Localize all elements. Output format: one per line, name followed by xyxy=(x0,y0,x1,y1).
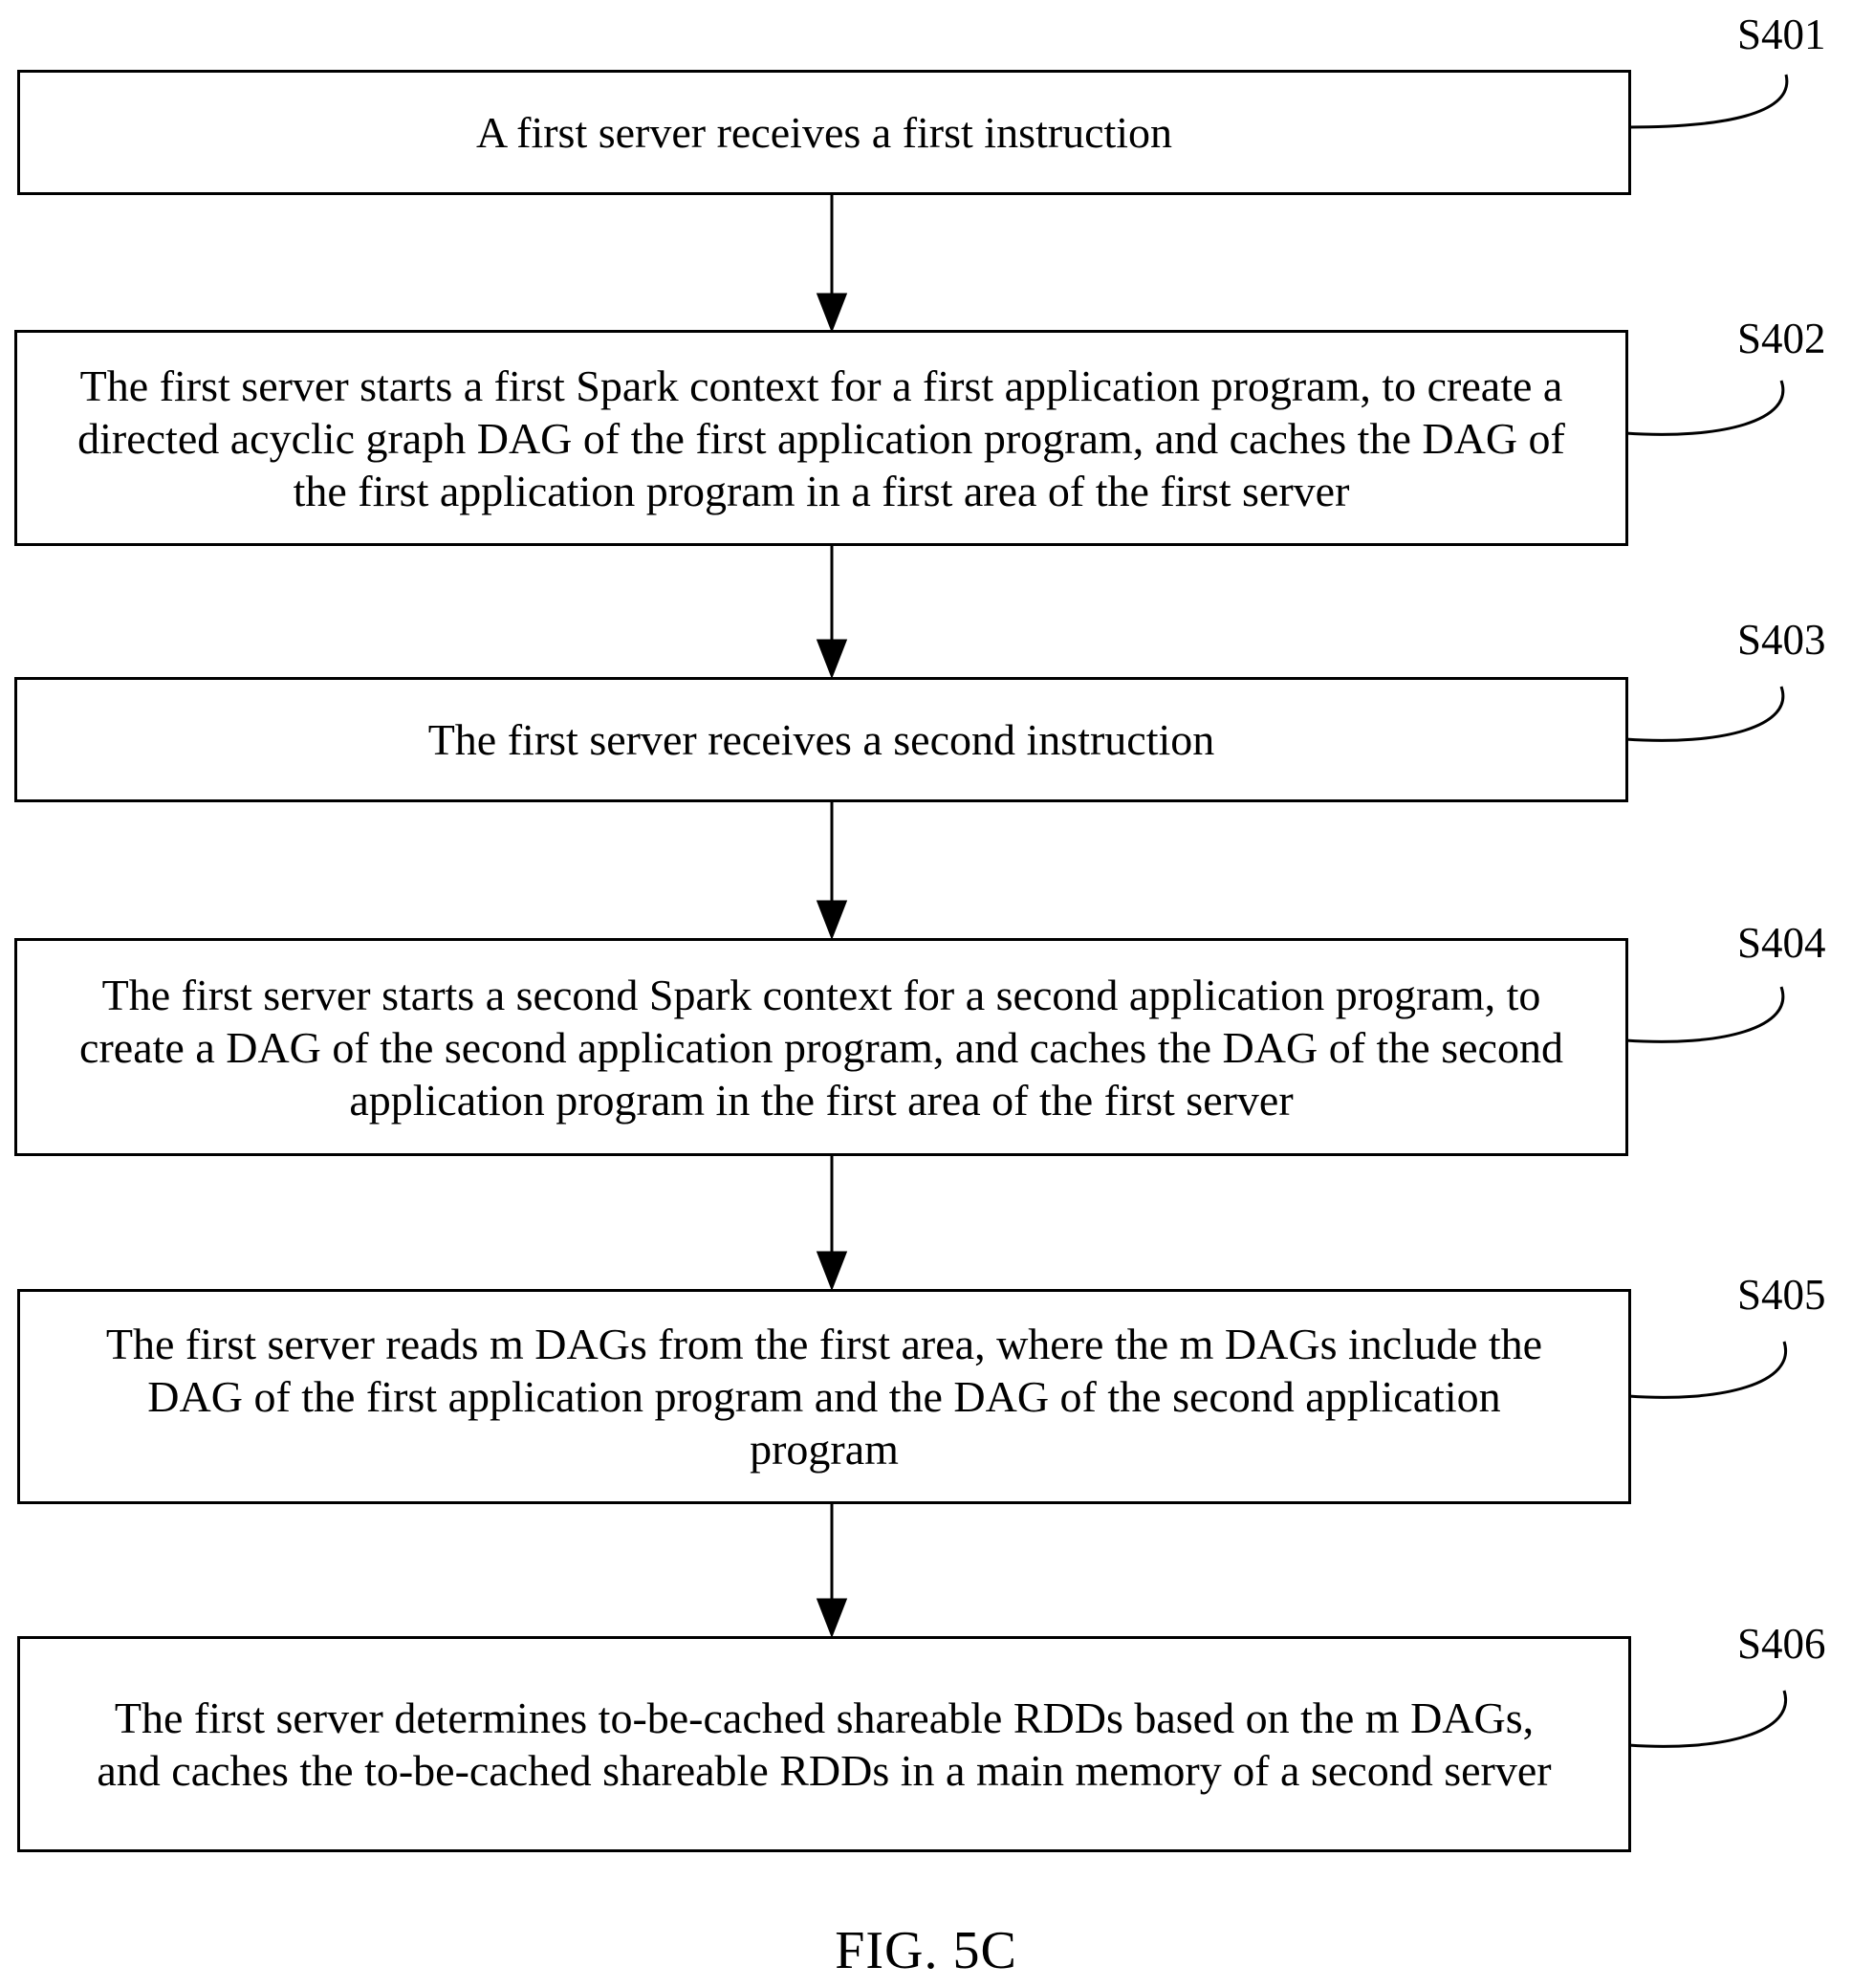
arrowhead xyxy=(818,295,845,329)
arrowhead xyxy=(818,641,845,675)
leader-s405 xyxy=(1628,1342,1786,1397)
leader-s403 xyxy=(1625,687,1783,740)
step-label-s403: S403 xyxy=(1737,617,1826,663)
step-box-s401: A first server receives a first instruct… xyxy=(17,70,1631,195)
step-label-s405: S405 xyxy=(1737,1272,1826,1318)
step-text: The first server receives a second instr… xyxy=(428,713,1215,766)
step-text: The first server determines to-be-cached… xyxy=(77,1692,1571,1797)
step-label-s402: S402 xyxy=(1737,316,1826,361)
step-text: The first server starts a first Spark co… xyxy=(51,360,1592,517)
step-box-s406: The first server determines to-be-cached… xyxy=(17,1636,1631,1852)
arrowhead xyxy=(818,1253,845,1287)
step-text: The first server starts a second Spark c… xyxy=(65,969,1578,1126)
step-text: A first server receives a first instruct… xyxy=(476,106,1172,159)
figure-caption: FIG. 5C xyxy=(0,1922,1852,1979)
step-label-s404: S404 xyxy=(1737,920,1826,966)
leader-s401 xyxy=(1628,75,1787,127)
arrowhead xyxy=(818,1600,845,1634)
step-box-s403: The first server receives a second instr… xyxy=(14,677,1628,802)
step-text: The first server reads m DAGs from the f… xyxy=(87,1318,1561,1475)
leader-s406 xyxy=(1628,1691,1786,1746)
step-label-s406: S406 xyxy=(1737,1621,1826,1667)
step-box-s404: The first server starts a second Spark c… xyxy=(14,938,1628,1156)
step-box-s405: The first server reads m DAGs from the f… xyxy=(17,1289,1631,1504)
leader-s402 xyxy=(1625,381,1783,434)
arrowhead xyxy=(818,902,845,936)
leader-s404 xyxy=(1625,987,1783,1041)
step-box-s402: The first server starts a first Spark co… xyxy=(14,330,1628,546)
step-label-s401: S401 xyxy=(1737,11,1826,57)
